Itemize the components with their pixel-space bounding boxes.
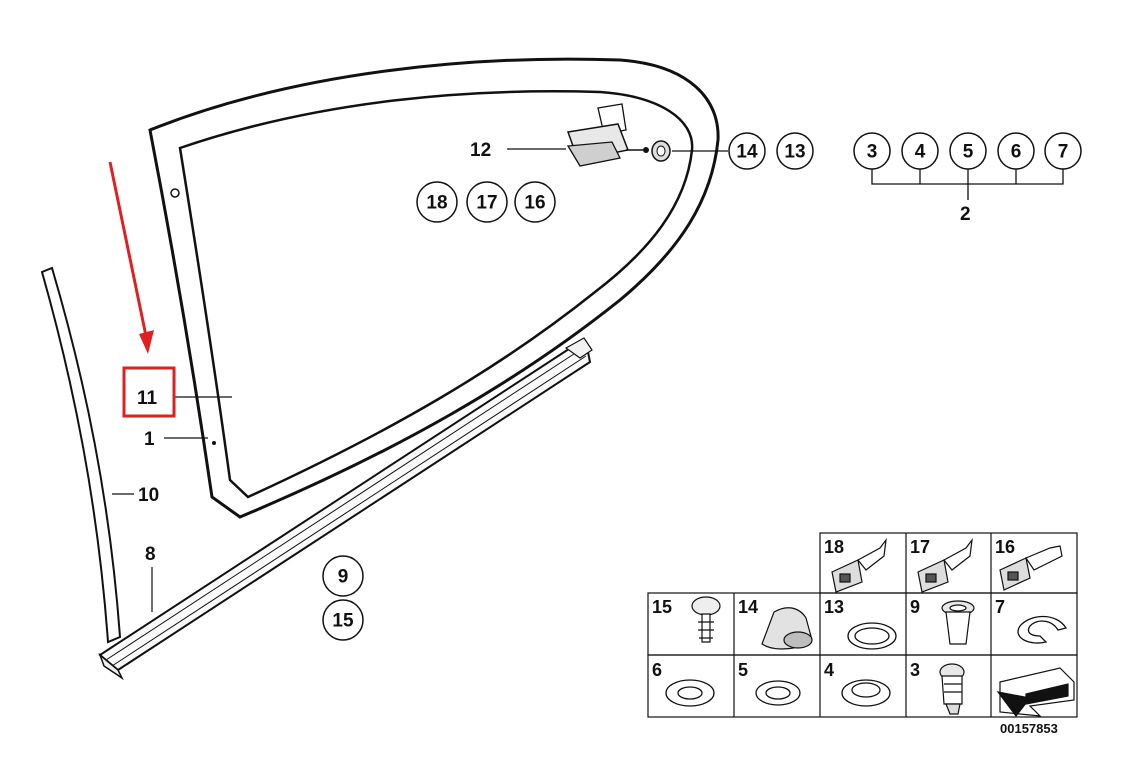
callout-9: 9 (338, 567, 349, 588)
cell-num-16: 16 (995, 537, 1015, 557)
part-label-2: 2 (960, 204, 971, 225)
highlight-box (122, 366, 176, 418)
small-parts-grid (647, 532, 1078, 718)
glass-mount-hole-top (170, 188, 180, 198)
washer-6-icon (665, 679, 715, 707)
part-label-8: 8 (145, 544, 156, 565)
callout-7: 7 (1058, 142, 1069, 163)
group-bracket (871, 169, 1064, 200)
callout-9-circle (322, 555, 364, 597)
cell-num-15: 15 (652, 597, 672, 617)
cell-num-17: 17 (910, 537, 930, 557)
callout-3: 3 (867, 142, 878, 163)
terminal-18-icon (831, 537, 887, 593)
cell-num-18: 18 (824, 537, 844, 557)
callout-17: 17 (476, 193, 497, 214)
callout-16: 16 (524, 193, 545, 214)
grommet-13-icon (847, 622, 897, 650)
fastener-3-icon (939, 663, 965, 715)
callout-15: 15 (332, 611, 354, 632)
callout-16-circle (514, 181, 556, 223)
latch-assembly-icon (566, 103, 671, 167)
channel-top-end (564, 337, 593, 359)
terminal-16-icon (999, 545, 1063, 591)
cell-num-7: 7 (995, 597, 1005, 617)
highlight-arrow-shaft (108, 161, 148, 337)
channel-line-a (105, 349, 581, 661)
callout-4: 4 (915, 142, 926, 163)
callout-17-circle (466, 181, 508, 223)
callout-18-circle (416, 181, 458, 223)
washer-5-icon (755, 680, 801, 706)
washer-4-icon (841, 679, 891, 707)
glass-mount-hole-bottom (212, 441, 216, 445)
push-rivet-15-icon (691, 596, 721, 643)
part-label-1: 1 (144, 429, 155, 450)
part-label-11: 11 (137, 388, 158, 409)
catalog-code: 00157853 (1000, 721, 1058, 736)
callout-13: 13 (784, 142, 805, 163)
cell-num-4: 4 (824, 660, 834, 680)
cell-num-14: 14 (738, 597, 758, 617)
window-glass-outer (148, 57, 720, 519)
channel-end-cap (98, 652, 124, 681)
rubber-cap-14-icon (761, 607, 813, 650)
clip-9-icon (941, 600, 975, 645)
callout-14: 14 (736, 142, 758, 163)
callout-18: 18 (426, 193, 447, 214)
see-also-arrow-icon (996, 667, 1075, 717)
part-label-10: 10 (138, 485, 159, 506)
cell-num-13: 13 (824, 597, 844, 617)
callout-13-circle (776, 132, 814, 170)
cell-num-5: 5 (738, 660, 748, 680)
terminal-17-icon (917, 537, 973, 593)
highlight-arrow-head (139, 330, 154, 354)
callout-15-circle (322, 599, 364, 641)
callout-5: 5 (963, 142, 974, 163)
cell-num-3: 3 (910, 660, 920, 680)
cell-num-9: 9 (910, 597, 920, 617)
callout-6: 6 (1011, 142, 1022, 163)
c-clip-7-icon (1017, 615, 1068, 644)
channel-line-b (111, 355, 587, 667)
cell-num-6: 6 (652, 660, 662, 680)
seal-strip (40, 266, 122, 644)
callout-14-circle (728, 132, 766, 170)
window-glass-inner (178, 90, 694, 499)
part-label-12: 12 (470, 140, 491, 161)
